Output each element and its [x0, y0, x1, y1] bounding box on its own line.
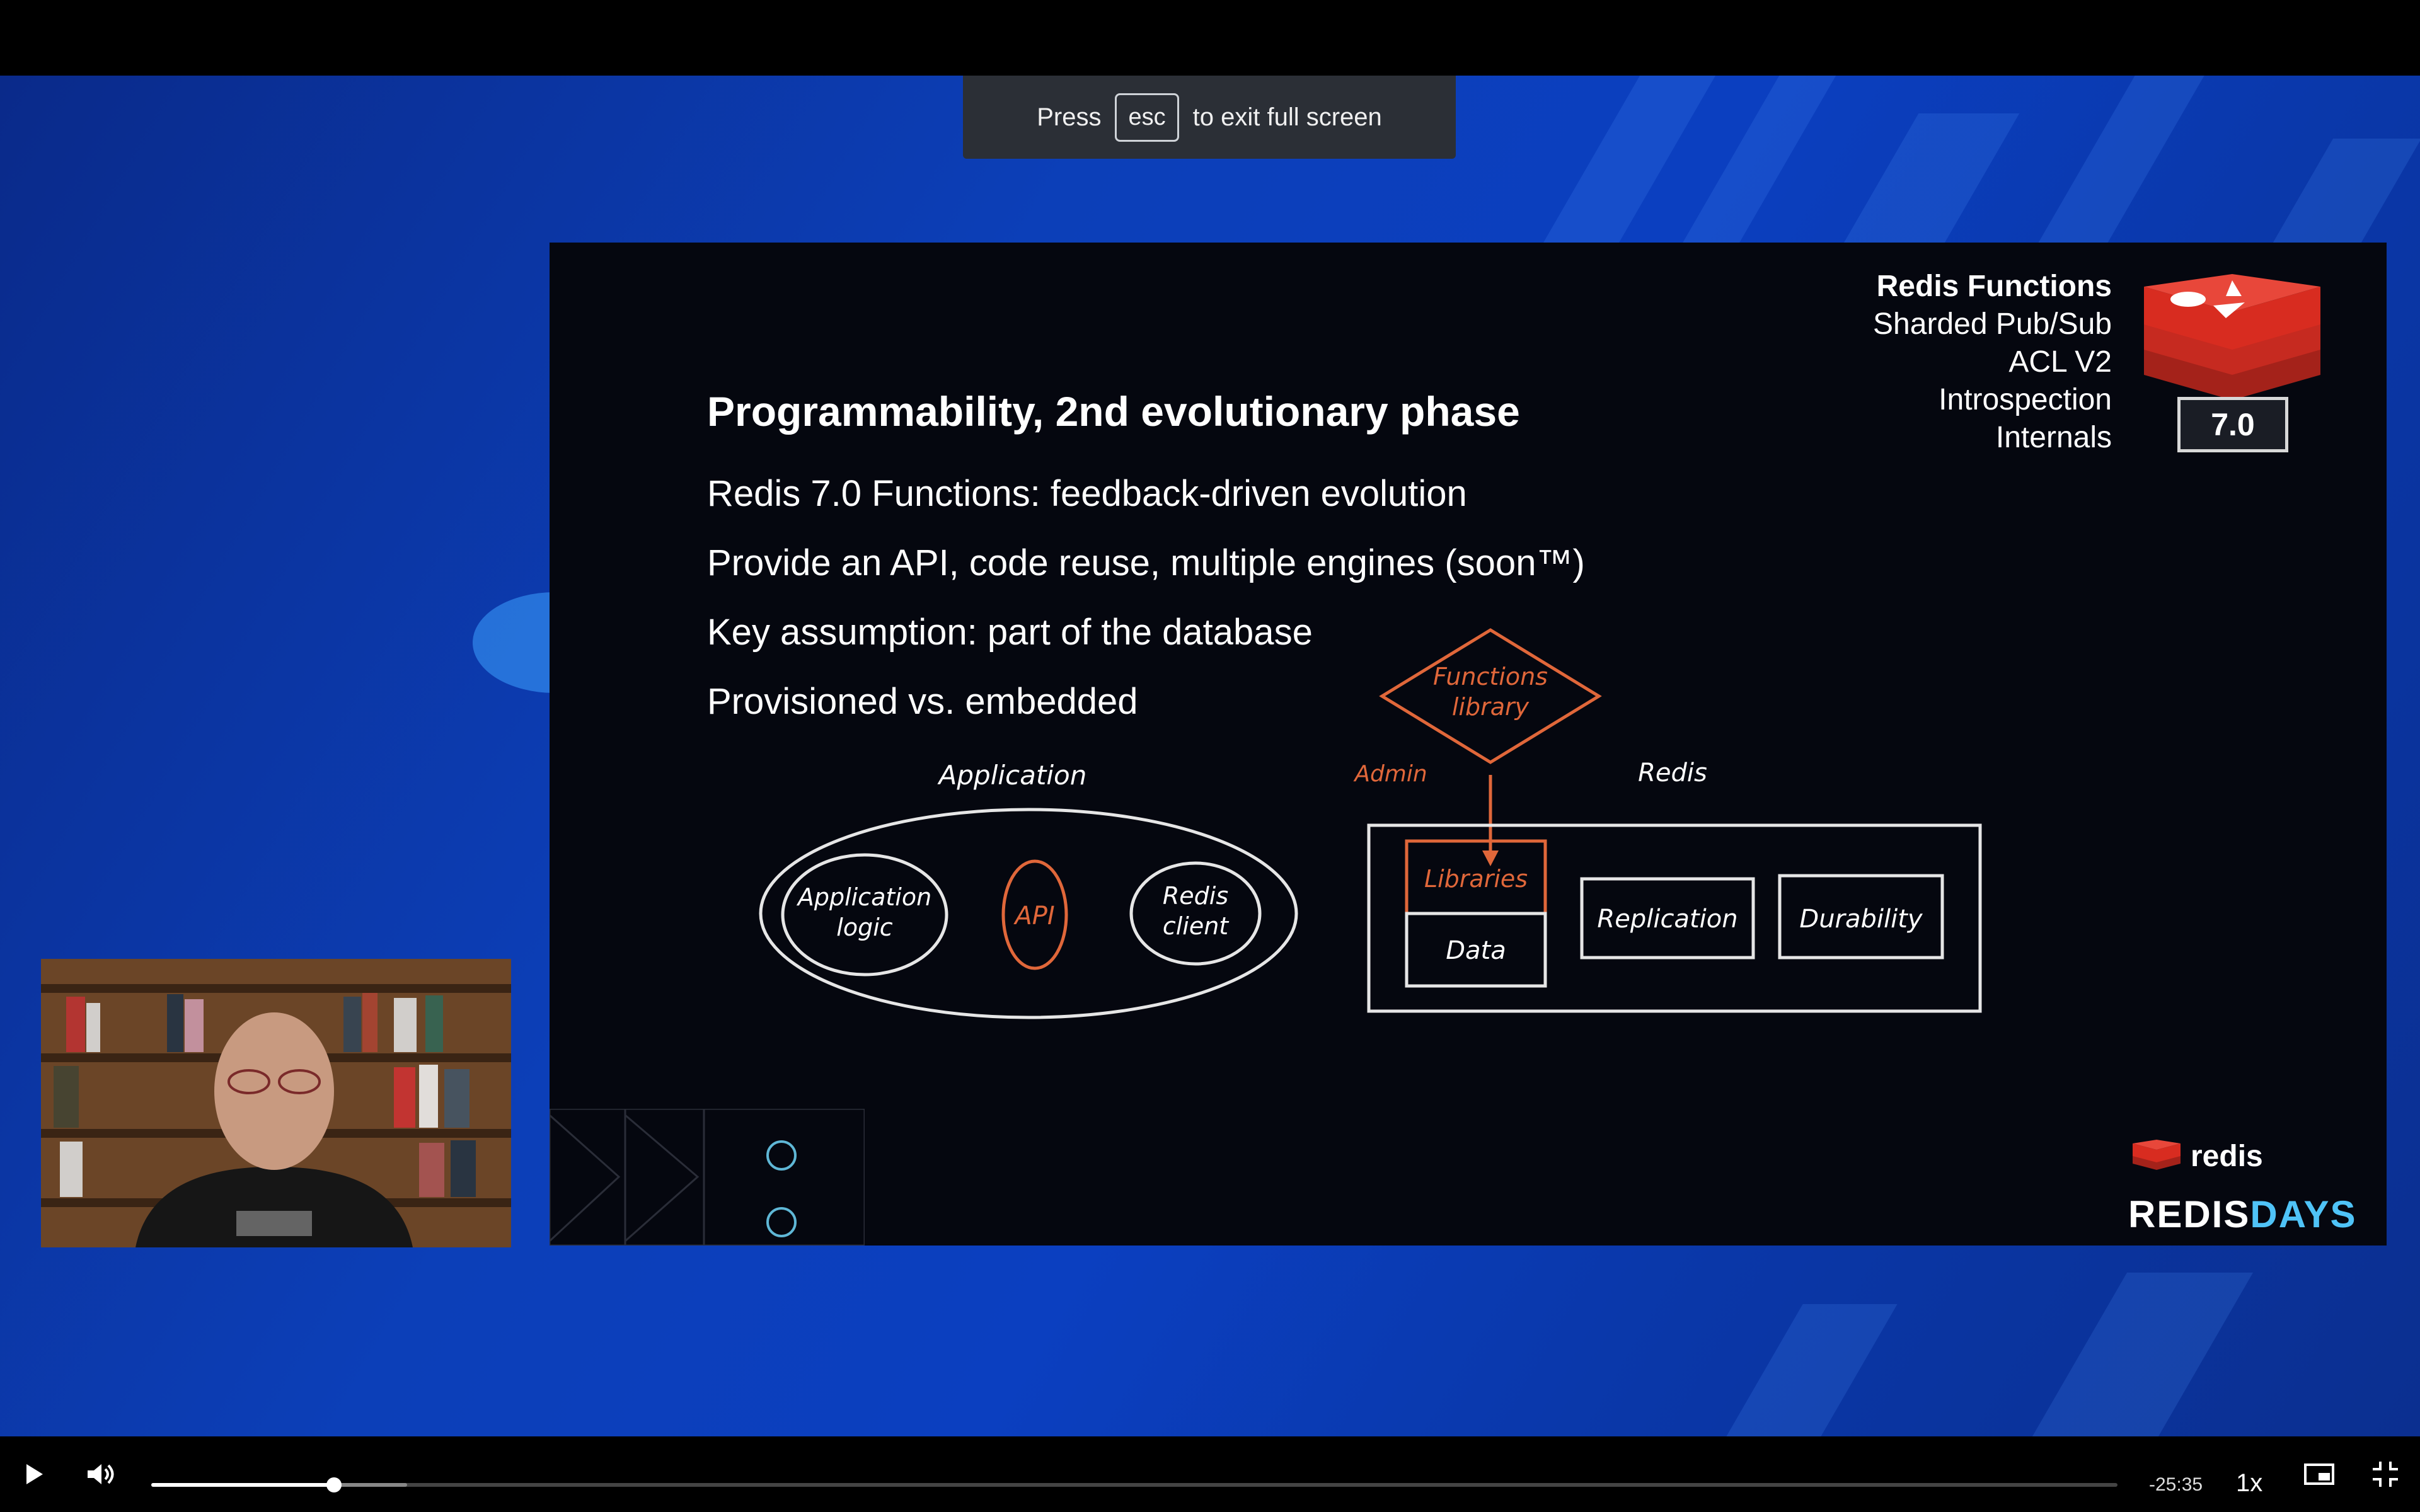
picture-in-picture-button[interactable]	[2300, 1455, 2338, 1493]
redis-brand: redis	[2131, 1137, 2263, 1175]
replication-label: Replication	[1597, 905, 1737, 934]
redis-brand-text: redis	[2191, 1139, 2263, 1173]
seek-bar[interactable]	[151, 1477, 2118, 1492]
top-black-bar	[0, 0, 2420, 76]
functions-library-label: library	[1452, 693, 1530, 721]
presentation-slide: Programmability, 2nd evolutionary phase …	[550, 243, 2387, 1246]
feature-list: Redis Functions Sharded Pub/Sub ACL V2 I…	[1873, 268, 2112, 457]
toast-prefix: Press	[1037, 103, 1102, 131]
exit-fullscreen-icon	[2373, 1462, 2398, 1487]
volume-icon	[88, 1464, 114, 1484]
redisdays-brand: REDISDAYS	[2128, 1193, 2357, 1236]
redis-client-label: Redis	[1163, 882, 1228, 910]
fullscreen-toast: Press esc to exit full screen	[963, 76, 1456, 159]
esc-key-badge: esc	[1115, 93, 1179, 142]
exit-fullscreen-button[interactable]	[2366, 1455, 2404, 1493]
api-label: API	[1013, 902, 1054, 931]
durability-label: Durability	[1799, 905, 1923, 934]
slide-title: Programmability, 2nd evolutionary phase	[707, 388, 1520, 435]
feature-item: Introspection	[1939, 383, 2112, 416]
player-controls	[0, 1436, 2420, 1512]
slide-decoration	[550, 1109, 865, 1246]
play-button[interactable]	[19, 1455, 50, 1493]
speaker-video-frame	[41, 959, 511, 1247]
feature-item: ACL V2	[2008, 345, 2112, 379]
functions-library-label: Functions	[1433, 663, 1548, 690]
feature-item: Internals	[1995, 421, 2112, 454]
seek-thumb[interactable]	[326, 1477, 342, 1492]
remaining-time: -25:35	[2149, 1474, 2203, 1495]
picture-in-picture-icon	[2304, 1463, 2334, 1485]
volume-button[interactable]	[82, 1455, 120, 1493]
redis-label: Redis	[1638, 759, 1707, 788]
bullet-4: Provisioned vs. embedded	[707, 681, 1138, 722]
data-label: Data	[1446, 936, 1506, 965]
architecture-diagram: Application Application logic API Redis …	[759, 628, 1982, 1019]
playback-speed-button[interactable]: 1x	[2236, 1469, 2263, 1497]
redis-logo-icon	[2144, 274, 2320, 400]
play-icon	[26, 1464, 43, 1484]
redis-client-label: client	[1163, 912, 1230, 940]
app-logic-label: Application	[796, 883, 931, 911]
speaker-webcam	[41, 959, 511, 1247]
bullet-2: Provide an API, code reuse, multiple eng…	[707, 542, 1585, 583]
toast-suffix: to exit full screen	[1192, 103, 1382, 131]
bullet-3: Key assumption: part of the database	[707, 612, 1313, 653]
bullet-1: Redis 7.0 Functions: feedback-driven evo…	[707, 473, 1467, 514]
admin-label: Admin	[1353, 761, 1427, 787]
played-bar	[151, 1483, 335, 1487]
redisdays-part-2: DAYS	[2250, 1193, 2357, 1235]
app-logic-label: logic	[836, 914, 892, 941]
feature-item: Sharded Pub/Sub	[1873, 307, 2112, 341]
application-label: Application	[937, 760, 1087, 791]
libraries-label: Libraries	[1424, 865, 1528, 893]
version-badge: 7.0	[2177, 397, 2288, 452]
redis-logo-icon	[2133, 1140, 2181, 1170]
feature-highlight: Redis Functions	[1876, 270, 2112, 303]
redisdays-part-1: REDIS	[2128, 1193, 2250, 1235]
